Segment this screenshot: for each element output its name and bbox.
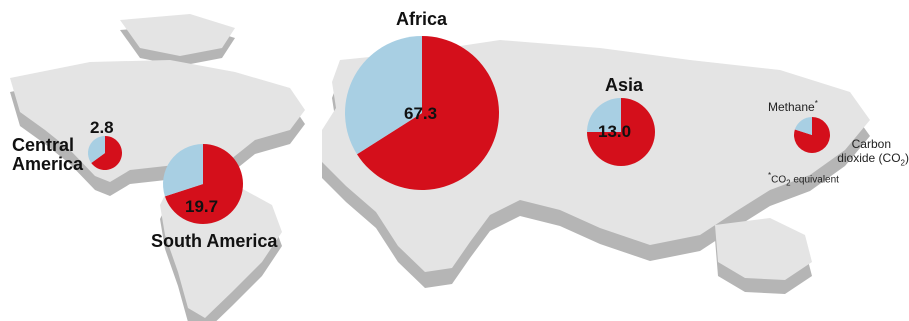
pie-africa-carbon-dioxide-slice bbox=[356, 36, 499, 190]
label-south-america: South America bbox=[151, 231, 278, 251]
pie-central-america-carbon-dioxide-slice bbox=[91, 136, 122, 170]
pie-africa-methane-slice bbox=[345, 36, 422, 155]
legend-footnote: *CO2 equivalent bbox=[768, 171, 839, 188]
value-south-america: 19.7 bbox=[185, 197, 219, 216]
pie-asia bbox=[587, 98, 655, 166]
pie-central-america-methane-slice bbox=[88, 136, 105, 163]
pie-central-america bbox=[88, 136, 122, 170]
label-africa: Africa bbox=[396, 9, 448, 29]
label-central-america: Central America bbox=[12, 135, 84, 174]
legend-carbon-dioxide-label: Carbon dioxide (CO2) bbox=[837, 137, 909, 168]
pie-south-america-methane-slice bbox=[162, 144, 203, 197]
legend-methane-slice bbox=[794, 117, 812, 135]
pie-south-america bbox=[162, 144, 243, 224]
legend-methane-label: Methane* bbox=[768, 99, 818, 114]
pie-africa bbox=[345, 36, 499, 190]
legend-pie bbox=[794, 117, 830, 153]
pie-south-america-carbon-dioxide-slice bbox=[164, 144, 243, 224]
pie-asia-methane-slice bbox=[587, 98, 621, 132]
value-asia: 13.0 bbox=[598, 122, 632, 141]
value-africa: 67.3 bbox=[404, 104, 438, 123]
label-asia: Asia bbox=[605, 75, 644, 95]
value-central-america: 2.8 bbox=[90, 118, 114, 137]
